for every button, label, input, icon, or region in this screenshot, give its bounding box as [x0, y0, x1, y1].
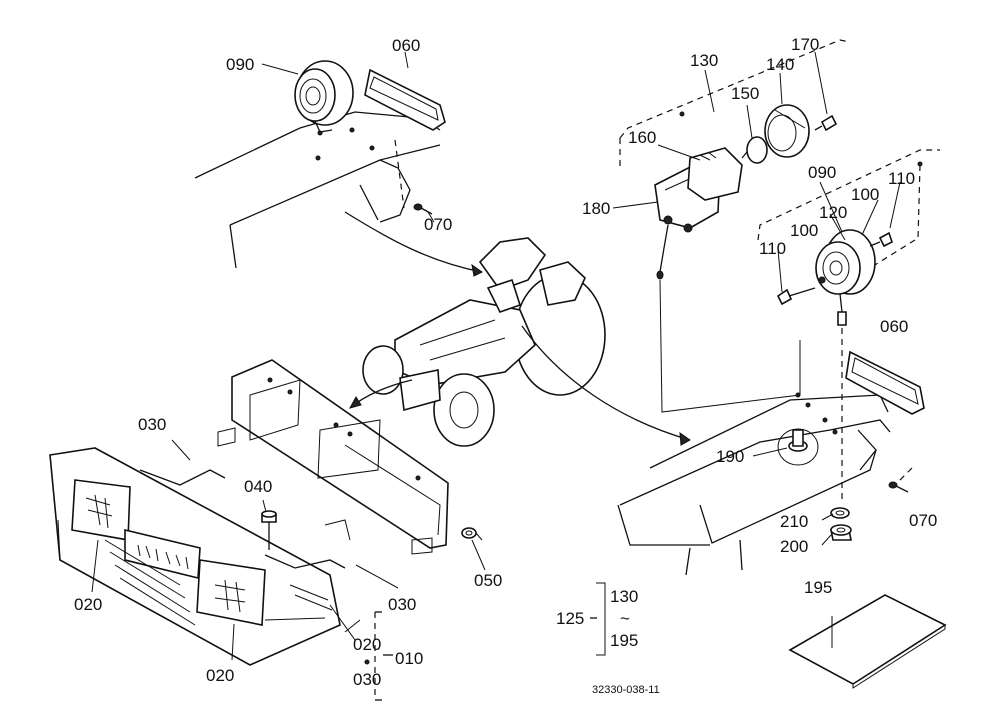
fender-left-assembly	[194, 60, 483, 277]
callout-020: 020	[353, 635, 381, 654]
callout-030: 030	[388, 595, 416, 614]
callout-020: 020	[74, 595, 102, 614]
callout-130: 130	[610, 587, 638, 606]
grommet-icon	[461, 527, 477, 539]
lamp-ring-icon	[687, 147, 743, 201]
callout-070: 070	[909, 511, 937, 530]
tractor-overview	[348, 237, 691, 447]
screw-icon	[814, 114, 838, 132]
callout-030: 030	[353, 670, 381, 689]
callout-110: 110	[759, 239, 786, 258]
callout-010: 010	[395, 649, 423, 668]
headlight-panel	[217, 359, 449, 555]
callout-040: 040	[244, 477, 272, 496]
callout-140: 140	[766, 55, 794, 74]
bolt-icon	[776, 287, 816, 306]
bolt-icon	[869, 231, 893, 248]
grommet-icon	[777, 428, 819, 466]
work-lamp-icon	[815, 229, 876, 295]
callout-130: 130	[690, 51, 718, 70]
callout-195: 195	[804, 578, 832, 597]
callout-090: 090	[808, 163, 836, 182]
callout-120: 120	[819, 203, 847, 222]
lamp-assembly-130	[619, 39, 851, 280]
lens-icon	[764, 104, 810, 158]
callout-160: 160	[628, 128, 656, 147]
nut-icon	[830, 524, 852, 541]
headlamp-icon	[71, 479, 131, 541]
callout-030: 030	[138, 415, 166, 434]
screw-icon	[413, 203, 433, 215]
callout-200: 200	[780, 537, 808, 556]
callout-060: 060	[880, 317, 908, 336]
callout-170: 170	[791, 35, 819, 54]
washer-icon	[830, 507, 850, 519]
range-tilde: ~	[620, 609, 630, 628]
front-grille	[49, 447, 351, 666]
callout-090: 090	[226, 55, 254, 74]
callout-110: 110	[888, 169, 915, 188]
callout-020: 020	[206, 666, 234, 685]
callout-125: 125	[556, 609, 584, 628]
callout-195: 195	[610, 631, 638, 650]
callout-100: 100	[790, 221, 818, 240]
callout-070: 070	[424, 215, 452, 234]
callout-060: 060	[392, 36, 420, 55]
lamp-assembly-090	[757, 149, 940, 500]
headlamp-icon	[196, 559, 266, 626]
callout-210: 210	[780, 512, 808, 531]
bolt-icon	[261, 510, 277, 550]
bulb-icon	[741, 136, 768, 164]
drawing-code: 32330-038-11	[592, 684, 660, 696]
work-lamp-icon	[294, 60, 354, 133]
callout-150: 150	[731, 84, 759, 103]
reflector-icon	[845, 350, 925, 415]
fender-right-assembly	[617, 279, 925, 576]
manual-icon	[788, 594, 947, 689]
screw-icon	[888, 481, 909, 493]
callout-190: 190	[716, 447, 744, 466]
callout-050: 050	[474, 571, 502, 590]
callout-180: 180	[582, 199, 610, 218]
kubota-logo	[124, 528, 201, 580]
callout-100: 100	[851, 185, 879, 204]
reflector-icon	[364, 68, 446, 131]
